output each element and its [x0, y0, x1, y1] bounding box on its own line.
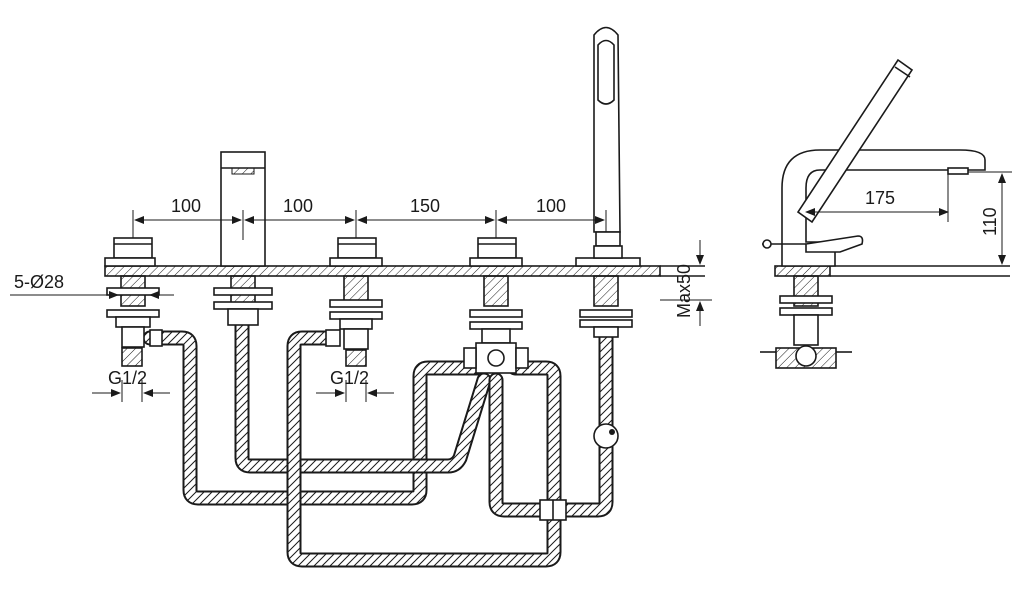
left-valve-handle — [104, 237, 156, 267]
hand-shower-body — [539, 275, 633, 521]
dim-spacing-4: 100 — [536, 196, 566, 216]
bath-spout — [220, 151, 266, 267]
dim-spacing-3: 150 — [410, 196, 440, 216]
left-valve-body — [106, 275, 163, 367]
dim-spacing-1: 100 — [171, 196, 201, 216]
side-view — [760, 58, 1010, 369]
dim-holes: 5-Ø28 — [14, 272, 64, 292]
hand-shower — [575, 26, 641, 267]
diverter-body — [463, 275, 529, 374]
dimension-lines — [10, 171, 1012, 402]
dim-deck-max: Max50 — [674, 264, 694, 318]
middle-valve-handle — [329, 237, 383, 267]
spout-body — [213, 275, 273, 326]
hoses — [142, 317, 614, 568]
dim-spacing-2: 100 — [283, 196, 313, 216]
dim-thread-left: G1/2 — [108, 368, 147, 388]
diverter-handle — [469, 237, 523, 267]
dim-spout-reach: 175 — [865, 188, 895, 208]
dim-spout-height: 110 — [980, 207, 1000, 236]
dimension-labels: 100 100 150 100 5-Ø28 G1/2 G1/2 Max50 17… — [14, 188, 1000, 388]
dim-thread-mid: G1/2 — [330, 368, 369, 388]
middle-valve-body — [325, 275, 383, 367]
deck-surface — [104, 265, 705, 277]
